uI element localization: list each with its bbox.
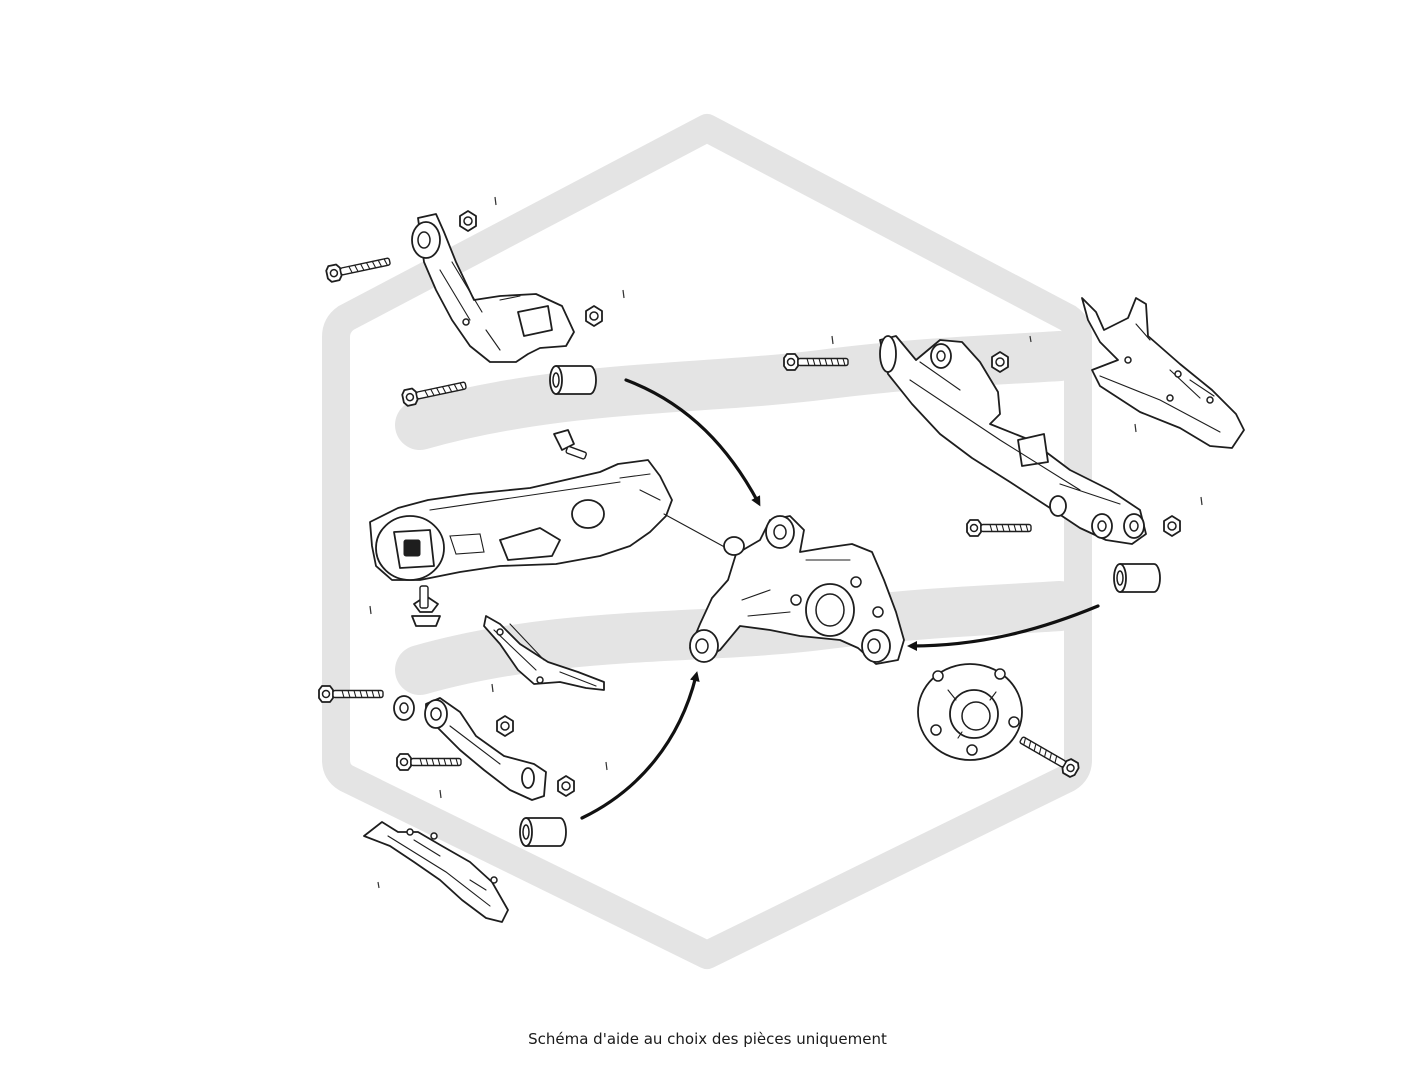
nut <box>1163 515 1181 537</box>
washer <box>393 695 415 721</box>
nut <box>459 210 477 232</box>
upper-control-arm <box>424 697 547 801</box>
lower-control-arm <box>369 459 731 581</box>
bolt <box>396 753 462 771</box>
upper-control-arm <box>411 213 575 363</box>
diagram-caption: Schéma d'aide au choix des pièces unique… <box>528 1030 887 1048</box>
wheel-carrier <box>689 515 905 665</box>
nut <box>496 715 514 737</box>
toe-link <box>483 615 605 691</box>
bolt <box>318 685 384 703</box>
bolt <box>553 429 587 460</box>
bolt <box>411 585 441 627</box>
wheel-hub <box>917 663 1023 761</box>
bushing <box>1113 563 1161 593</box>
bushing <box>549 365 597 395</box>
arrows <box>580 378 1100 820</box>
nut <box>585 305 603 327</box>
bushing <box>519 817 567 847</box>
heat-shield <box>363 821 509 923</box>
callout-ticks <box>369 196 1203 889</box>
trailing-arm <box>879 335 1147 545</box>
bolt <box>966 519 1032 537</box>
heat-shield <box>1081 297 1245 449</box>
nut <box>991 351 1009 373</box>
bolt <box>324 252 393 284</box>
nut <box>557 775 575 797</box>
